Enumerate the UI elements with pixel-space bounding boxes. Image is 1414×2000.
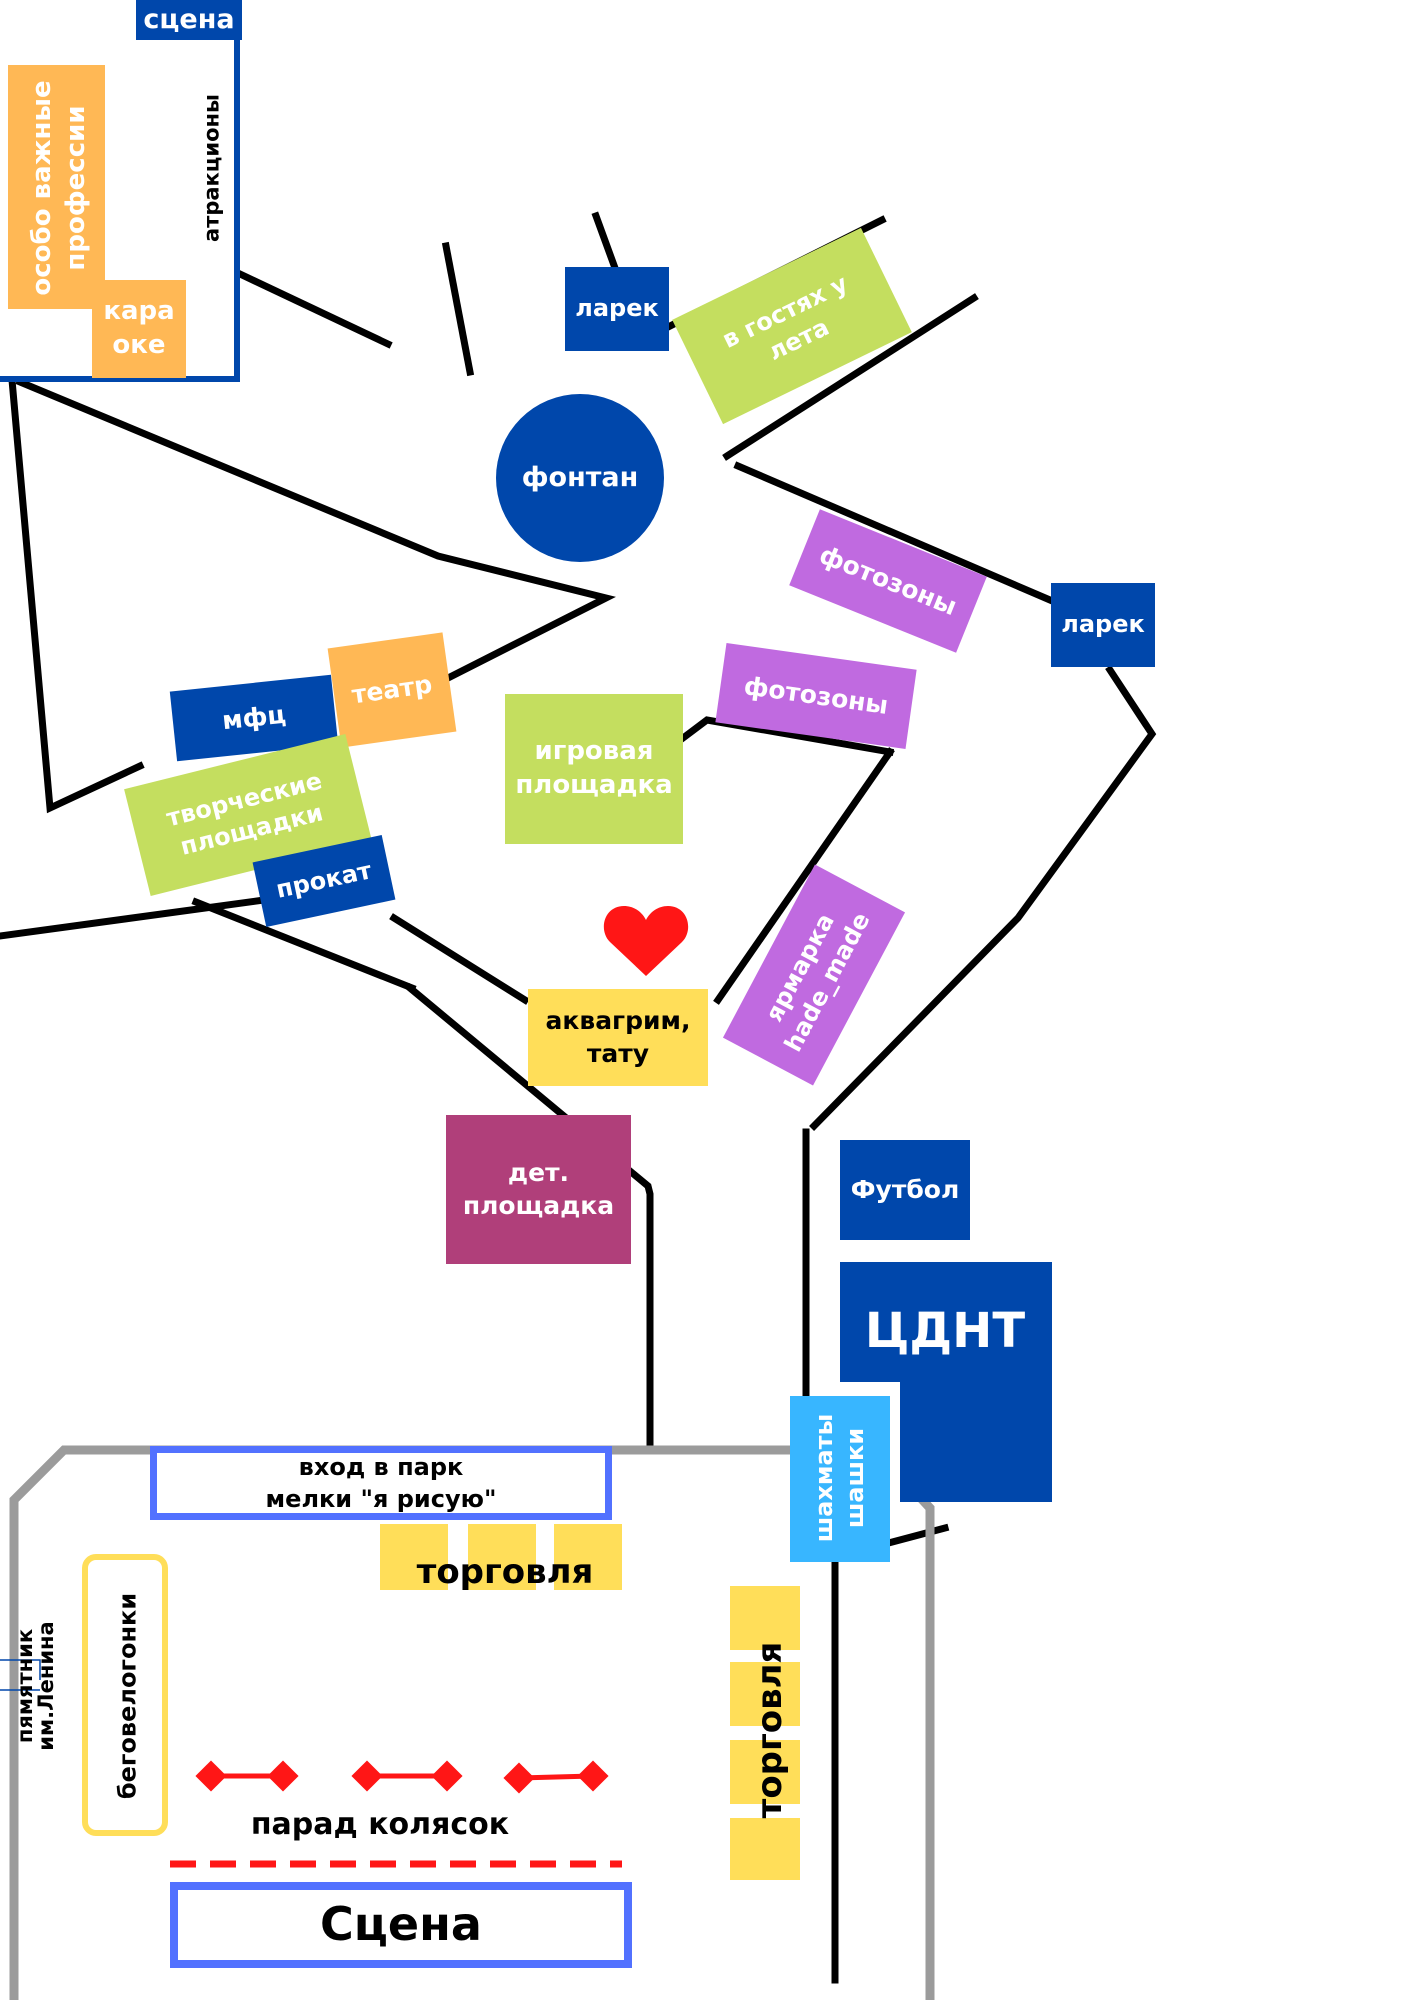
path <box>678 716 895 757</box>
balance-bikes-zone[interactable] <box>82 1554 168 1836</box>
main-stage[interactable]: Сцена <box>170 1882 632 1968</box>
trade-stall[interactable] <box>730 1740 800 1804</box>
theatre-zone[interactable]: театр <box>327 632 457 748</box>
chess-label: шахматы шашки <box>809 1413 869 1543</box>
kids-playground-zone[interactable]: дет. площадка <box>446 1115 631 1264</box>
path <box>733 461 1055 605</box>
path <box>389 913 530 1005</box>
professions-zone[interactable] <box>8 65 105 309</box>
path <box>405 983 654 1450</box>
path <box>591 211 620 273</box>
trade-label-horizontal: торговля <box>416 1551 594 1592</box>
path <box>713 747 895 1005</box>
trade-stall[interactable] <box>554 1524 622 1590</box>
path <box>722 293 979 461</box>
path <box>8 376 145 814</box>
karaoke-zone[interactable] <box>92 280 186 378</box>
parade-label: парад колясок <box>250 1806 510 1842</box>
trade-stall[interactable] <box>730 1586 800 1650</box>
monument-label: пямятник им.Ленина <box>13 1621 58 1751</box>
path <box>441 241 475 377</box>
stroller-markers <box>195 1760 609 1794</box>
trade-stall[interactable] <box>730 1662 800 1726</box>
stall-right[interactable]: ларек <box>1051 583 1155 667</box>
path <box>15 377 616 685</box>
stall-top[interactable]: ларек <box>565 267 669 351</box>
trade-stall[interactable] <box>380 1524 448 1590</box>
trade-stall[interactable] <box>468 1524 536 1590</box>
chess-zone[interactable] <box>790 1396 890 1562</box>
karaoke-label: кара оке <box>103 296 175 360</box>
cdnt-label: ЦДНТ <box>864 1302 1026 1359</box>
trade-stall[interactable] <box>730 1818 800 1880</box>
attractions-label: атракционы <box>199 93 224 243</box>
paths <box>0 211 1157 1984</box>
playground-zone[interactable]: игровая площадка <box>505 694 683 844</box>
path <box>235 269 393 349</box>
stroller-icon <box>351 1760 463 1792</box>
path <box>809 665 1157 1131</box>
football-zone[interactable]: Футбол <box>840 1140 970 1240</box>
fountain-circle[interactable] <box>496 394 664 562</box>
monument-marker <box>0 1659 41 1691</box>
entrance-banner[interactable]: вход в парк мелки "я рисую" <box>150 1446 612 1520</box>
heart-icon <box>603 906 689 976</box>
balance-bikes-label: беговелогонки <box>113 1592 142 1800</box>
fountain-label: фонтан <box>521 462 639 494</box>
stroller-icon <box>195 1760 299 1792</box>
top-stage-label[interactable]: сцена <box>136 0 242 40</box>
path <box>191 897 417 993</box>
aquagrim-zone[interactable]: аквагрим, тату <box>528 989 708 1086</box>
path <box>0 896 268 940</box>
top-left-frame <box>0 0 240 382</box>
stroller-icon <box>503 1760 609 1794</box>
professions-label: особо важные профессии <box>27 80 91 296</box>
trade-label-vertical: торговля <box>749 1641 790 1819</box>
